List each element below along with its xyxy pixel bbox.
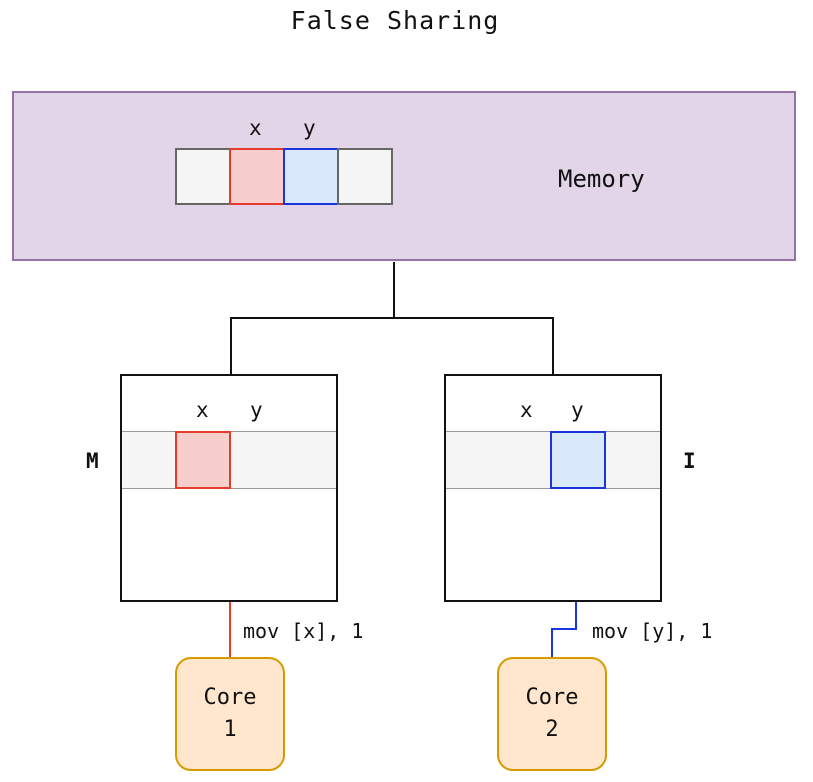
memory-cell-right — [337, 148, 393, 205]
cache1-x-label: x — [196, 398, 209, 422]
memory-x-label: x — [249, 116, 262, 140]
diagram-title: False Sharing — [290, 6, 500, 35]
memory-block — [12, 91, 796, 261]
core2-instruction: mov [y], 1 — [592, 619, 713, 643]
core1-label: Core — [203, 685, 257, 710]
memory-cell-left — [175, 148, 231, 205]
cache1-cell-x — [175, 431, 231, 489]
bus-line — [230, 262, 554, 376]
core2-number: 2 — [545, 717, 559, 742]
cache1-state-label: M — [86, 449, 99, 473]
memory-cell-x — [229, 148, 285, 205]
memory-label: Memory — [558, 165, 645, 193]
cache2-y-label: y — [571, 398, 584, 422]
cache2-x-label: x — [520, 398, 533, 422]
memory-y-label: y — [303, 116, 316, 140]
core1-instruction: mov [x], 1 — [243, 619, 364, 643]
core1-number: 1 — [223, 717, 237, 742]
cache1-y-label: y — [250, 398, 263, 422]
core2-label: Core — [525, 685, 579, 710]
core-2: Core 2 — [497, 657, 607, 771]
core-1: Core 1 — [175, 657, 285, 771]
cache2-cell-y — [550, 431, 606, 489]
cache2-state-label: I — [683, 449, 696, 473]
